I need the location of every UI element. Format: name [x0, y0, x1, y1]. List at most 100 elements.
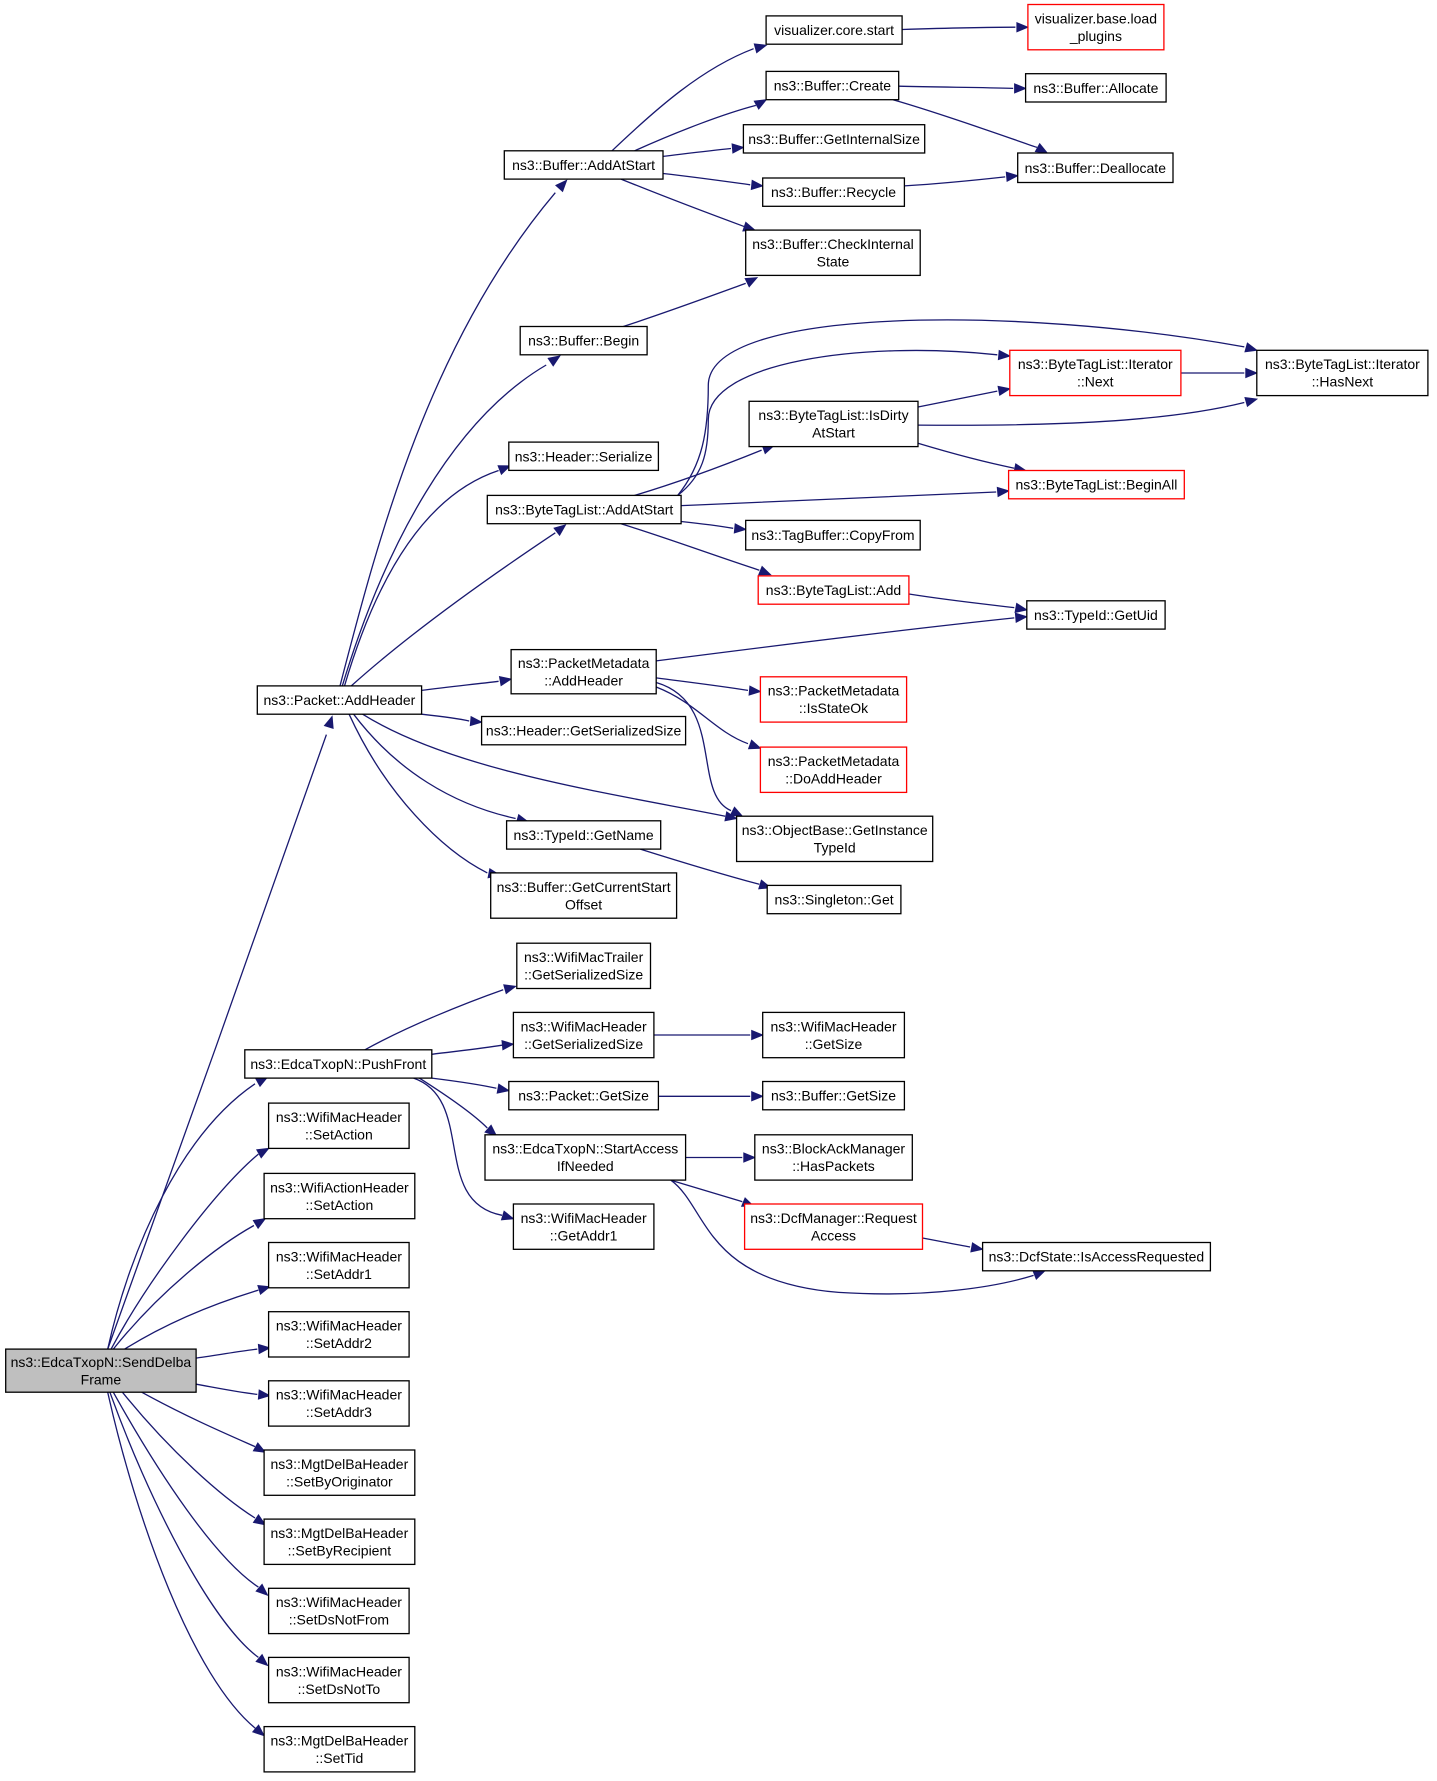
node-btl_add[interactable]: ns3::ByteTagList::Add	[757, 575, 910, 605]
node-setaddr3[interactable]: ns3::WifiMacHeader::SetAddr3	[267, 1380, 410, 1427]
arrowhead-btl_add	[757, 565, 772, 576]
node-hdr_serialize[interactable]: ns3::Header::Serialize	[508, 441, 660, 472]
node-pushfront[interactable]: ns3::EdcaTxopN::PushFront	[244, 1049, 433, 1079]
node-tagbuf_copyfrom[interactable]: ns3::TagBuffer::CopyFrom	[745, 519, 921, 551]
node-buf_create[interactable]: ns3::Buffer::Create	[765, 70, 900, 101]
node-box	[263, 1449, 416, 1496]
node-wmh_getsersize[interactable]: ns3::WifiMacHeader::GetSerializedSize	[512, 1011, 655, 1059]
node-box	[480, 715, 687, 746]
edge-root-to-packet_addheader	[107, 734, 328, 1350]
node-box	[1009, 349, 1182, 397]
node-label: ns3::TypeId::GetName	[514, 827, 654, 843]
node-setaddr1[interactable]: ns3::WifiMacHeader::SetAddr1	[267, 1241, 410, 1289]
node-btl_iter_next[interactable]: ns3::ByteTagList::Iterator::Next	[1009, 349, 1182, 397]
edge-btl_isdirty-to-btl_beginall	[917, 442, 1015, 469]
edge-root-to-wah_setaction	[112, 1224, 255, 1350]
node-buf_recycle[interactable]: ns3::Buffer::Recycle	[762, 177, 906, 207]
node-buf_allocate[interactable]: ns3::Buffer::Allocate	[1024, 73, 1167, 103]
edge-buf_addatstart-to-vis_core_start	[611, 48, 754, 152]
edge-buf_addatstart-to-buf_checkinternal	[620, 178, 745, 228]
node-setdsnotfrom[interactable]: ns3::WifiMacHeader::SetDsNotFrom	[267, 1587, 410, 1635]
arrowhead-setaddr2	[257, 1343, 272, 1355]
edge-pm_addheader-to-pm_doaddheader	[655, 686, 749, 745]
node-setaddr2[interactable]: ns3::WifiMacHeader::SetAddr2	[267, 1311, 410, 1358]
node-btl_beginall[interactable]: ns3::ByteTagList::BeginAll	[1007, 469, 1185, 500]
node-wah_setaction[interactable]: ns3::WifiActionHeader::SetAction	[263, 1172, 416, 1220]
node-box	[1026, 600, 1166, 630]
arrowhead-btl_iter_hasnext	[1244, 397, 1259, 408]
node-label: ::SetAction	[306, 1197, 374, 1213]
arrowhead-setaddr3	[257, 1389, 272, 1400]
node-box	[765, 70, 900, 101]
node-setdsnotto[interactable]: ns3::WifiMacHeader::SetDsNotTo	[267, 1656, 410, 1704]
node-buf_getinternalsize[interactable]: ns3::Buffer::GetInternalSize	[742, 124, 926, 154]
node-pm_doaddheader[interactable]: ns3::PacketMetadata::DoAddHeader	[759, 746, 908, 794]
node-label: ns3::Packet::GetSize	[518, 1088, 649, 1104]
node-box	[512, 1011, 655, 1059]
node-setbyoriginator[interactable]: ns3::MgtDelBaHeader::SetByOriginator	[263, 1449, 416, 1496]
node-vis_core_start[interactable]: visualizer.core.start	[765, 15, 903, 45]
node-typeid_getname[interactable]: ns3::TypeId::GetName	[505, 820, 662, 850]
node-vis_base_load[interactable]: visualizer.base.load_plugins	[1027, 3, 1165, 51]
node-pm_addheader[interactable]: ns3::PacketMetadata::AddHeader	[510, 648, 657, 695]
node-buf_begin[interactable]: ns3::Buffer::Begin	[519, 325, 648, 356]
node-setbyrecipient[interactable]: ns3::MgtDelBaHeader::SetByRecipient	[263, 1518, 416, 1566]
arrowhead-buf_addatstart	[555, 179, 568, 193]
node-label: ::SetByRecipient	[288, 1543, 392, 1559]
node-hdr_getsersize[interactable]: ns3::Header::GetSerializedSize	[480, 715, 687, 746]
node-dcfstate_isaccessreq[interactable]: ns3::DcfState::IsAccessRequested	[981, 1241, 1212, 1272]
node-typeid_getuid[interactable]: ns3::TypeId::GetUid	[1026, 600, 1166, 630]
node-btl_addatstart[interactable]: ns3::ByteTagList::AddAtStart	[486, 494, 682, 525]
edge-buf_addatstart-to-buf_recycle	[662, 172, 751, 186]
node-box	[263, 1172, 416, 1220]
node-box	[981, 1241, 1212, 1272]
arrowhead-dcfstate_isaccessreq	[1032, 1270, 1047, 1280]
edge-packet_addheader-to-buf_addatstart	[339, 192, 556, 687]
arrowhead-dcfstate_isaccessreq	[970, 1242, 984, 1253]
node-label: ns3::PacketMetadata	[518, 655, 650, 671]
node-wmh_getaddr1[interactable]: ns3::WifiMacHeader::GetAddr1	[512, 1203, 655, 1250]
node-label: visualizer.base.load	[1035, 11, 1157, 27]
arrowhead-typeid_getuid	[1014, 612, 1029, 623]
node-buf_getsize[interactable]: ns3::Buffer::GetSize	[762, 1080, 906, 1111]
node-buf_deallocate[interactable]: ns3::Buffer::Deallocate	[1017, 152, 1174, 184]
arrowhead-hdr_serialize	[497, 465, 512, 476]
arrowhead-setdsnotto	[255, 1653, 269, 1667]
node-box	[759, 676, 908, 723]
node-singleton_get[interactable]: ns3::Singleton::Get	[766, 884, 902, 915]
call-edges	[107, 21, 1259, 1737]
node-packet_addheader[interactable]: ns3::Packet::AddHeader	[256, 685, 423, 715]
node-btl_iter_hasnext[interactable]: ns3::ByteTagList::Iterator::HasNext	[1256, 349, 1429, 397]
edge-buf_addatstart-to-buf_getinternalsize	[662, 147, 732, 158]
node-packet_getsize[interactable]: ns3::Packet::GetSize	[508, 1080, 660, 1111]
arrowhead-btl_addatstart	[553, 524, 567, 537]
node-box	[762, 1080, 906, 1111]
node-bam_haspackets[interactable]: ns3::BlockAckManager::HasPackets	[754, 1134, 913, 1181]
node-label: ns3::WifiMacHeader	[276, 1594, 402, 1610]
node-label: ns3::EdcaTxopN::StartAccess	[492, 1141, 678, 1157]
edge-buf_begin-to-buf_checkinternal	[623, 282, 746, 328]
node-pm_isstateok[interactable]: ns3::PacketMetadata::IsStateOk	[759, 676, 908, 723]
node-wmt_getsersize[interactable]: ns3::WifiMacTrailer::GetSerializedSize	[516, 942, 652, 990]
node-box	[267, 1102, 410, 1150]
edge-root-to-setbyrecipient	[121, 1391, 256, 1519]
edge-root-to-settid	[107, 1392, 257, 1730]
node-label: ns3::Packet::AddHeader	[264, 692, 416, 708]
node-wmh_setaction[interactable]: ns3::WifiMacHeader::SetAction	[267, 1102, 410, 1150]
node-buf_addatstart[interactable]: ns3::Buffer::AddAtStart	[503, 150, 664, 180]
edge-packet_addheader-to-pm_addheader	[421, 680, 499, 692]
node-wmh_getsize[interactable]: ns3::WifiMacHeader::GetSize	[762, 1011, 906, 1059]
node-settid[interactable]: ns3::MgtDelBaHeader::SetTid	[263, 1725, 416, 1773]
node-label: ns3::WifiMacHeader	[276, 1663, 402, 1679]
node-box	[1027, 3, 1165, 51]
node-label: ns3::WifiActionHeader	[270, 1179, 409, 1195]
node-label: visualizer.core.start	[774, 22, 894, 38]
